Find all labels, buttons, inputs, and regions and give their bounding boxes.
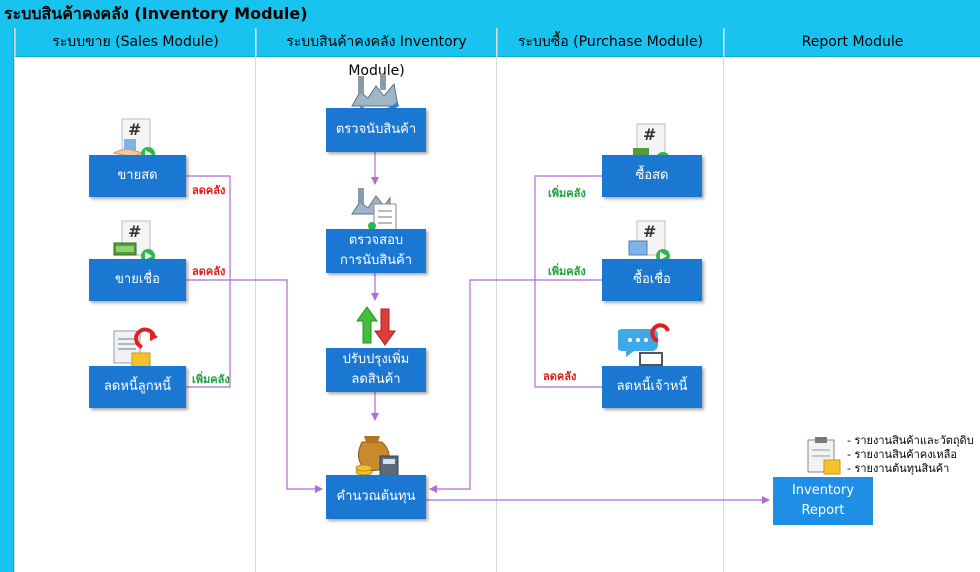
- calc-cost-label: คำนวณต้นทุน: [336, 489, 416, 504]
- report-item: - รายงานต้นทุนสินค้า: [847, 462, 950, 475]
- reduce-debtor-node[interactable]: ลดหนี้ลูกหนี้: [89, 366, 186, 408]
- flow-label-cash-sale: ลดคลัง: [192, 184, 226, 197]
- flow-label-credit-sale: ลดคลัง: [192, 265, 226, 278]
- factory-checklist-icon: [351, 188, 397, 231]
- cash-purchase-node[interactable]: ซื้อสด: [602, 155, 702, 197]
- check-count-node[interactable]: ตรวจสอบ การนับสินค้า: [326, 229, 426, 273]
- flow-label-cash-purchase: เพิ่มคลัง: [548, 187, 586, 200]
- svg-text:#: #: [128, 120, 141, 139]
- calc-cost-node[interactable]: คำนวณต้นทุน: [326, 475, 426, 519]
- adjust-line1: ปรับปรุงเพิ่ม: [342, 352, 410, 367]
- report-list: - รายงานสินค้าและวัตถุดิบ - รายงานสินค้า…: [847, 434, 974, 476]
- check-count-line1: ตรวจสอบ: [348, 233, 404, 248]
- reduce-creditor-node[interactable]: ลดหนี้เจ้าหนี้: [602, 366, 702, 408]
- adjust-node[interactable]: ปรับปรุงเพิ่ม ลดสินค้า: [326, 348, 426, 392]
- reduce-debtor-label: ลดหนี้ลูกหนี้: [103, 379, 172, 394]
- lane-header-report: Report Module: [724, 28, 980, 57]
- check-count-line2: การนับสินค้า: [339, 253, 413, 268]
- svg-text:#: #: [643, 125, 656, 144]
- connector-cash-sale: [186, 175, 231, 388]
- clipboard-box-icon: [807, 437, 841, 475]
- credit-purchase-label: ซื้อเชื่อ: [633, 272, 671, 287]
- cash-sale-label: ขายสด: [117, 168, 158, 183]
- left-strip: [0, 28, 14, 572]
- document-card-play-icon: #: [628, 220, 670, 263]
- credit-sale-label: ขายเชื่อ: [115, 272, 160, 287]
- reduce-creditor-label: ลดหนี้เจ้าหนี้: [616, 379, 688, 394]
- flow-label-reduce-debtor: เพิ่มคลัง: [192, 373, 230, 386]
- inventory-report-line2: Report: [801, 503, 845, 518]
- flow-label-reduce-creditor: ลดคลัง: [543, 370, 577, 383]
- lane-header-purchase: ระบบซื้อ (Purchase Module): [497, 28, 723, 57]
- svg-text:#: #: [128, 222, 141, 241]
- connector-credit-sale-to-cost: [186, 279, 323, 493]
- report-item: - รายงานสินค้าคงเหลือ: [847, 448, 957, 461]
- page-title: ระบบสินค้าคงคลัง (Inventory Module): [0, 0, 980, 28]
- stock-count-label: ตรวจนับสินค้า: [335, 122, 417, 137]
- stock-count-node[interactable]: ตรวจนับสินค้า: [326, 108, 426, 152]
- money-calculator-icon: [355, 436, 399, 479]
- inventory-report-line1: Inventory: [791, 483, 855, 498]
- cash-sale-node[interactable]: ขายสด: [89, 155, 186, 197]
- credit-sale-node[interactable]: ขายเชื่อ: [89, 259, 186, 301]
- chat-cart-arrow-icon: [618, 323, 670, 370]
- svg-text:#: #: [643, 222, 656, 241]
- up-down-arrows-icon: [356, 306, 396, 346]
- credit-purchase-node[interactable]: ซื้อเชื่อ: [602, 259, 702, 301]
- lane-header-sales: ระบบขาย (Sales Module): [15, 28, 255, 57]
- cash-purchase-label: ซื้อสด: [635, 168, 669, 183]
- lane-header-inventory: ระบบสินค้าคงคลัง Inventory Module): [256, 28, 496, 79]
- flow-label-credit-purchase: เพิ่มคลัง: [548, 265, 586, 278]
- connector-credit-purchase-to-cost: [429, 279, 602, 493]
- document-box-arrow-icon: [113, 327, 158, 368]
- report-item: - รายงานสินค้าและวัตถุดิบ: [847, 434, 974, 447]
- inventory-report-node[interactable]: Inventory Report: [773, 477, 873, 525]
- adjust-line2: ลดสินค้า: [351, 372, 401, 387]
- connector-cash-purchase: [534, 175, 602, 388]
